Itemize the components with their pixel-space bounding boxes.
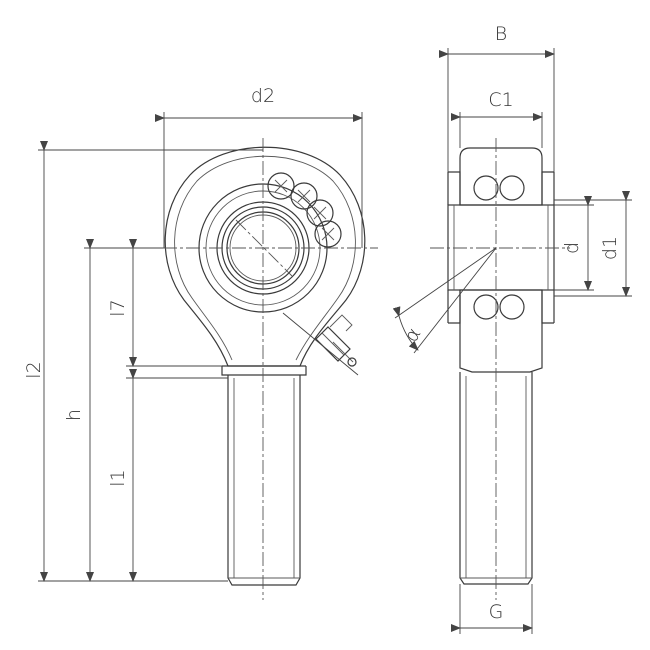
label-l2: l2 [23, 361, 45, 378]
side-dimensions: B C1 d d1 α G [392, 23, 632, 634]
ball-cage [267, 172, 342, 248]
ball [290, 182, 318, 210]
ball [267, 172, 295, 200]
side-balls [473, 175, 525, 320]
label-d2: d2 [251, 85, 275, 107]
label-G: G [489, 601, 504, 623]
ball [306, 199, 334, 227]
head-outline [164, 146, 366, 367]
threaded-shank [227, 375, 301, 586]
head-inner-contour [174, 155, 356, 361]
side-inner-ring [447, 171, 555, 324]
label-d1: d1 [599, 236, 621, 260]
label-l1: l1 [107, 469, 129, 486]
front-view [163, 138, 378, 600]
neck-shoulder [221, 365, 307, 376]
label-d: d [561, 242, 583, 254]
housing-section [459, 147, 543, 206]
ball [314, 220, 342, 248]
grease-nipple [282, 312, 359, 376]
front-dimensions: d2 l2 h l7 l1 [23, 85, 363, 582]
label-l7: l7 [107, 299, 129, 316]
label-B: B [495, 23, 507, 45]
side-view [394, 138, 570, 600]
label-h: h [63, 409, 85, 421]
label-C1: C1 [488, 89, 513, 111]
